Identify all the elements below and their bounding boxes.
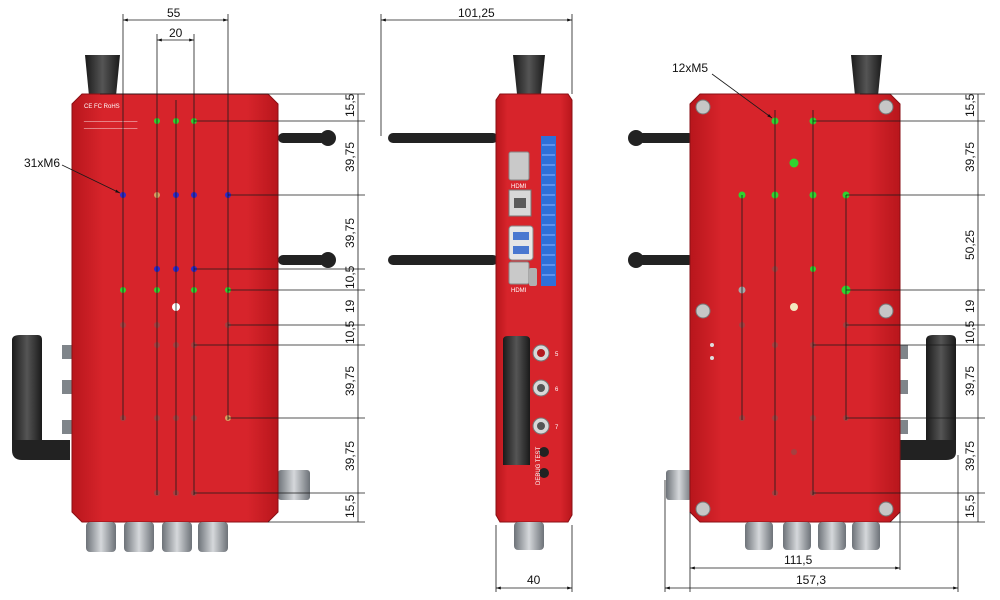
rear-antenna-2 (638, 255, 694, 265)
callout-12xM5: 12xM5 (672, 61, 708, 75)
dim-20: 20 (169, 26, 183, 40)
dim-v: 39,75 (963, 441, 977, 471)
front-extension-lines (100, 93, 365, 523)
dim-111-5: 111,5 (784, 553, 813, 567)
fan-vent (541, 136, 556, 286)
jack-label-7: 7 (555, 425, 559, 431)
antenna-right-2 (278, 255, 326, 265)
dim-v: 10,5 (963, 320, 977, 344)
side-port (898, 345, 908, 359)
antenna-knob (320, 130, 336, 146)
antenna-left-base (12, 440, 70, 460)
usb-slot (513, 232, 529, 240)
dim-v: 15,5 (963, 494, 977, 518)
side-antenna-bottom (503, 336, 530, 465)
dim-157-3: 157,3 (796, 573, 826, 587)
dim-40: 40 (527, 573, 541, 587)
side-port (62, 420, 72, 434)
fan-vent-lines (542, 144, 555, 276)
corner-screws (695, 99, 894, 517)
rear-antenna-right (926, 335, 956, 445)
antenna-knob (628, 130, 644, 146)
side-port (898, 380, 908, 394)
antenna-knob (628, 252, 644, 268)
side-connector (278, 470, 310, 500)
rear-side-connector (666, 470, 692, 500)
jack-label-5: 5 (555, 352, 559, 358)
debug-text: DEBUG TEST (536, 446, 542, 485)
side-view: HDMI HDMI 5 6 7 DEBUG TEST 101,25 40 (380, 6, 573, 592)
rear-centerlines (664, 110, 959, 592)
rear-extension-lines (813, 93, 985, 523)
rear-view: 111,5 157,3 12xM5 (628, 55, 985, 592)
label-line: ________________ (83, 123, 138, 129)
small-port (529, 268, 537, 286)
label-line: ________________ (83, 116, 138, 122)
dim-v: 15,5 (963, 93, 977, 117)
usb-port (508, 225, 534, 261)
dim-v: 39,75 (963, 366, 977, 396)
dim-v: 39,75 (343, 366, 357, 396)
dim-55: 55 (167, 6, 181, 20)
side-port (62, 380, 72, 394)
dim-v: 19 (343, 299, 357, 313)
side-bottom-connector (514, 522, 544, 550)
dim-v: 39,75 (343, 218, 357, 248)
rear-antenna-1 (638, 133, 694, 143)
bottom-connectors (86, 522, 228, 552)
ethernet-jack (514, 198, 526, 208)
side-antenna-2 (388, 255, 498, 265)
dim-v: 15,5 (343, 494, 357, 518)
dim-v: 50,25 (963, 230, 977, 260)
front-right-dims: 15,5 39,75 39,75 10,5 19 10,5 39,75 39,7… (343, 93, 357, 518)
side-port (898, 420, 908, 434)
dim-v: 10,5 (343, 265, 357, 289)
rear-antenna-top (851, 55, 882, 96)
dim-v: 39,75 (963, 142, 977, 172)
antenna-left (12, 335, 42, 445)
side-antenna-top (513, 55, 545, 94)
rear-antenna-base (900, 440, 956, 460)
dim-v: 39,75 (343, 441, 357, 471)
front-centerlines (122, 14, 229, 495)
callout-31xM6: 31xM6 (24, 156, 60, 170)
hdmi-label-1: HDMI (511, 184, 527, 190)
antenna-knob (320, 252, 336, 268)
front-view: CE FC RoHS ________________ ____________… (12, 6, 365, 552)
callout-line-m6 (61, 164, 121, 194)
side-antenna-1 (388, 133, 498, 143)
dim-v: 15,5 (343, 93, 357, 117)
dim-v: 19 (963, 299, 977, 313)
jack-label-6: 6 (555, 387, 559, 393)
rear-right-dims: 15,5 39,75 50,25 19 10,5 39,75 39,75 15,… (963, 93, 977, 518)
callout-line-m5 (711, 73, 773, 119)
dim-101-25: 101,25 (458, 6, 495, 20)
antenna-top (85, 55, 120, 96)
hdmi-port-1 (508, 151, 530, 181)
rear-bottom-connectors (745, 522, 880, 550)
antenna-right-1 (278, 133, 326, 143)
certification-badges: CE FC RoHS (84, 104, 120, 110)
usb-slot (513, 246, 529, 254)
hdmi-label-2: HDMI (511, 288, 527, 294)
hdmi-port-2 (508, 261, 530, 285)
dim-v: 39,75 (343, 142, 357, 172)
dim-v: 10,5 (343, 320, 357, 344)
side-port (62, 345, 72, 359)
jacks (532, 344, 550, 478)
